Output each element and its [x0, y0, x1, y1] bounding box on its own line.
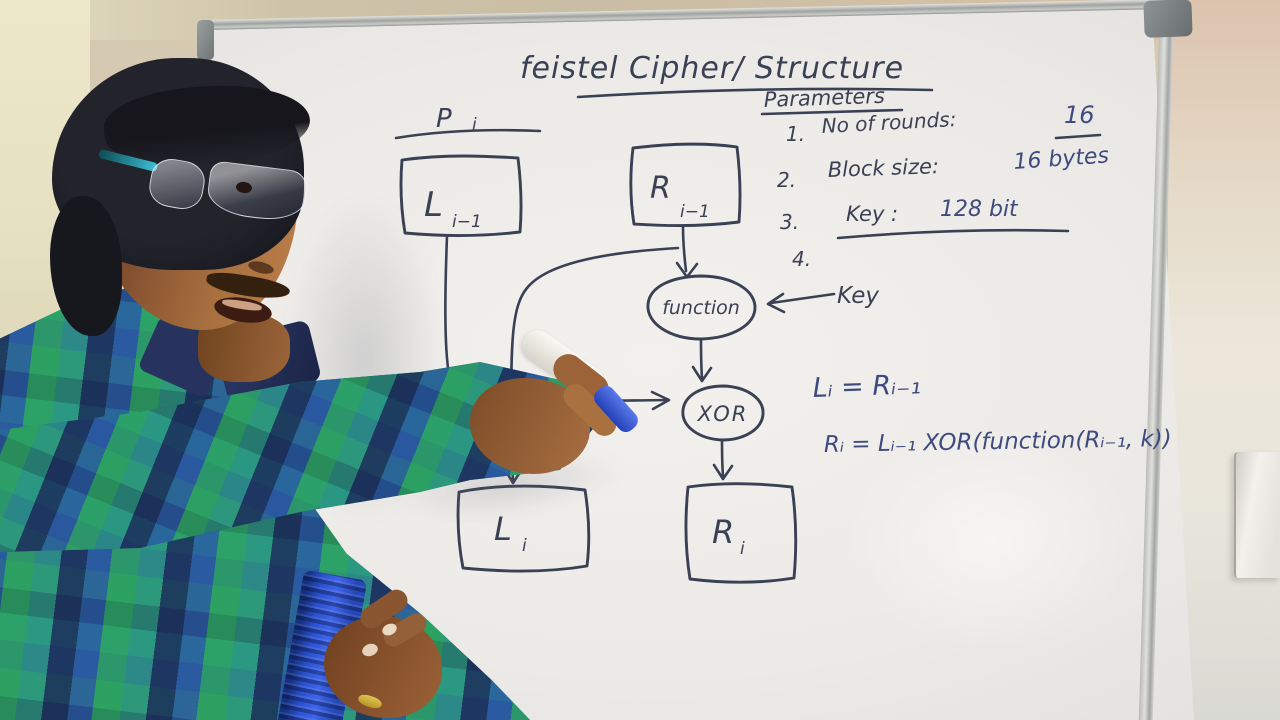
- r-next-label: R: [712, 513, 734, 551]
- key-label: Key: [837, 283, 879, 309]
- key-arrow: [766, 292, 836, 314]
- param-4-num: 4.: [792, 247, 811, 271]
- line-rprev-to-function: [675, 224, 699, 279]
- xor-oval: [681, 384, 765, 442]
- plaintext-underline: [394, 128, 542, 140]
- param-2-label: Block size:: [827, 154, 939, 182]
- r-next-box: [684, 482, 798, 584]
- plaintext-label: P: [436, 104, 452, 134]
- presenter-hand-with-duster: [262, 568, 452, 720]
- l-next-sub: i: [522, 536, 527, 556]
- r-prev-sub: i−1: [680, 202, 710, 222]
- plaintext-sub: i: [472, 115, 477, 135]
- param-3-label: Key :: [846, 202, 898, 226]
- equation-2: Rᵢ = Lᵢ₋₁ XOR(function(Rᵢ₋₁, k)): [824, 426, 1172, 458]
- equation-1: Lᵢ = Rᵢ₋₁: [812, 369, 921, 404]
- param-1-value: 16: [1064, 101, 1095, 129]
- board-title: feistel Cipher/ Structure: [520, 51, 904, 86]
- title-underline: [576, 87, 934, 99]
- l-prev-box: [399, 154, 523, 237]
- parameters-block: Parameters 1. No of rounds: 16 2. Block …: [760, 84, 1110, 271]
- frame-corner-cap-left: [197, 20, 214, 60]
- param-3-num: 3.: [780, 210, 799, 234]
- line-function-to-xor: [691, 338, 713, 383]
- param-3-underline: [836, 228, 1070, 240]
- l-prev-sub: i−1: [452, 212, 482, 232]
- r-prev-box: [629, 142, 742, 228]
- param-2-value: 16 bytes: [1013, 143, 1110, 175]
- line-xor-to-rnext: [712, 439, 734, 481]
- wall-switch-panel: [1234, 452, 1280, 578]
- function-label: function: [662, 297, 740, 319]
- l-prev-label: L: [424, 185, 443, 225]
- r-next-sub: i: [740, 539, 745, 559]
- xor-label: XOR: [697, 402, 749, 426]
- param-1-value-underline: [1054, 133, 1102, 140]
- param-1-num: 1.: [786, 122, 805, 146]
- parameters-underline: [760, 108, 904, 116]
- param-2-num: 2.: [777, 168, 796, 192]
- function-oval: [646, 274, 757, 341]
- presenter-hand-with-marker: [462, 324, 642, 490]
- param-3-value: 128 bit: [940, 197, 1019, 222]
- whiteboard-glare: [780, 380, 1200, 700]
- r-prev-label: R: [650, 171, 671, 206]
- parameters-title: Parameters: [763, 84, 885, 112]
